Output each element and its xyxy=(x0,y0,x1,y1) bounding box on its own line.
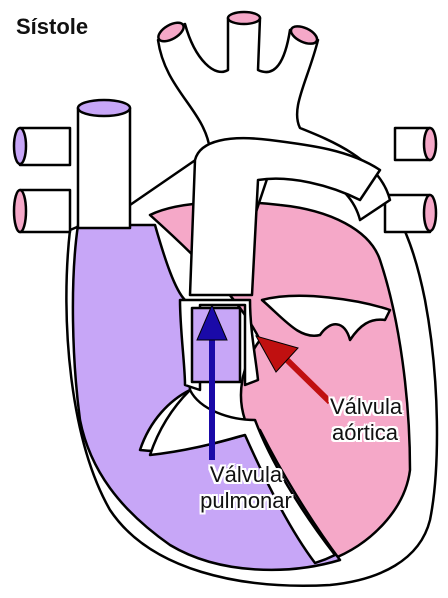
diagram-title: Sístole xyxy=(16,14,88,40)
superior-vena-cava-opening xyxy=(78,100,130,116)
pulmonary-valve-label-line1: Válvula xyxy=(188,462,304,488)
pulmonary-vein-lower-opening xyxy=(424,195,436,231)
pulmonary-vein-upper-opening xyxy=(424,128,436,160)
left-vessel-upper xyxy=(20,128,70,165)
aortic-valve-label-line2: aórtica xyxy=(330,420,402,446)
aorta-branch-middle xyxy=(228,12,260,24)
aortic-valve-label-line1: Válvula xyxy=(330,394,402,420)
left-vessel-upper-opening xyxy=(14,128,26,164)
superior-vena-cava xyxy=(78,108,130,228)
aortic-valve-label: Válvula aórtica xyxy=(330,394,402,446)
pulmonary-valve-label: Válvula pulmonar xyxy=(188,462,304,514)
pulmonary-valve-label-line2: pulmonar xyxy=(188,488,304,514)
left-vessel-lower xyxy=(20,190,70,232)
left-vessel-lower-opening xyxy=(14,190,26,232)
